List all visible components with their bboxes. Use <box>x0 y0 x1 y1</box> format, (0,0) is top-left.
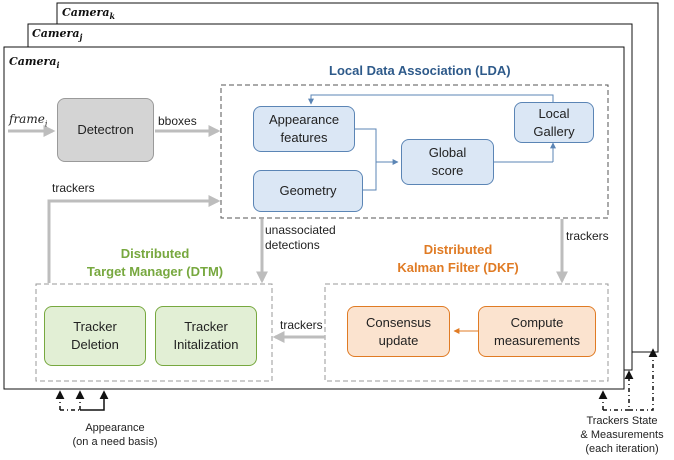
global-score-box[interactable]: Global score <box>401 139 494 185</box>
camera-i-label: Camerai <box>9 55 60 71</box>
geometry-to-score <box>363 162 377 191</box>
local-gallery-box[interactable]: Local Gallery <box>514 102 594 143</box>
bboxes-label: bboxes <box>158 114 197 128</box>
trackers-top-label: trackers <box>52 181 95 195</box>
deletion-line2: Deletion <box>71 337 119 352</box>
tracker-deletion-box[interactable]: Tracker Deletion <box>44 306 146 366</box>
dtm-title: Distributed Target Manager (DTM) <box>86 246 224 279</box>
dkf-title: Distributed Kalman Filter (DKF) <box>397 242 519 275</box>
deletion-line1: Tracker <box>73 319 117 334</box>
geometry-box[interactable]: Geometry <box>253 170 363 212</box>
trackers-right-label: trackers <box>566 229 609 243</box>
init-line1: Tracker <box>184 319 228 334</box>
appearance-features-box[interactable]: Appearance features <box>253 106 355 152</box>
unassociated-detections-label: unassociated detections <box>265 223 336 252</box>
appearance-line2: features <box>280 130 328 145</box>
appearance-input-label: Appearance (on a need basis) <box>72 422 158 448</box>
dtm-container <box>35 283 273 382</box>
gallery-feedback <box>308 94 554 105</box>
global-line1: Global <box>428 145 467 160</box>
trackers-mid-label: trackers <box>280 318 323 332</box>
global-line2: score <box>431 163 464 178</box>
dkf-container <box>324 283 609 382</box>
compute-line1: Compute <box>510 314 564 330</box>
appearance-input-lines <box>55 390 109 411</box>
tracker-initialization-box[interactable]: Tracker Initalization <box>155 306 257 366</box>
geometry-label: Geometry <box>279 183 337 198</box>
appearance-line1: Appearance <box>268 112 340 127</box>
trackers-state-label: Trackers State & Measurements (each iter… <box>580 415 664 455</box>
camera-k-label: Camerak <box>62 6 115 22</box>
compute-line2: measurements <box>494 332 580 348</box>
appearance-to-score <box>355 128 399 165</box>
lda-container <box>220 84 609 219</box>
init-line2: Initalization <box>173 337 239 352</box>
lda-connectors <box>308 94 556 191</box>
trackers-feedback-arrow <box>47 195 221 283</box>
detectron-box[interactable]: Detectron <box>57 98 154 162</box>
consensus-update-box[interactable]: Consensus update <box>347 306 450 357</box>
detectron-label: Detectron <box>77 122 134 137</box>
lda-title: Local Data Association (LDA) <box>329 63 511 78</box>
frame-input-label: framei <box>9 112 48 129</box>
trackers-state-lines <box>598 348 658 411</box>
compute-measurements-box[interactable]: Compute measurements <box>478 306 596 357</box>
gallery-line1: Local <box>538 105 570 121</box>
consensus-line1: Consensus <box>365 314 432 330</box>
consensus-line2: update <box>378 332 419 348</box>
gallery-line2: Gallery <box>533 123 575 139</box>
gray-arrows <box>8 125 568 343</box>
camera-j-label: Cameraj <box>32 27 83 43</box>
